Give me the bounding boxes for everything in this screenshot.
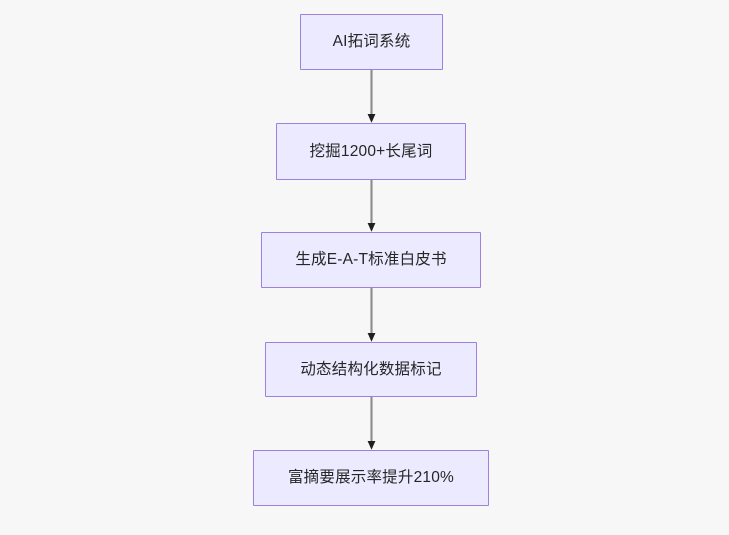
flow-node-label: 富摘要展示率提升210% [287,469,455,487]
flow-node-label: AI拓词系统 [332,33,411,51]
flow-node-generate-eat-whitepaper[interactable]: 生成E-A-T标准白皮书 [261,232,481,288]
flow-node-ai-keyword-system[interactable]: AI拓词系统 [300,14,443,70]
flow-node-label: 动态结构化数据标记 [300,360,442,378]
flow-node-dynamic-structured-data-markup[interactable]: 动态结构化数据标记 [265,342,477,397]
flow-node-label: 挖掘1200+长尾词 [309,142,433,160]
flow-node-mine-longtail-keywords[interactable]: 挖掘1200+长尾词 [276,123,466,180]
flow-node-label: 生成E-A-T标准白皮书 [295,251,447,269]
flow-node-rich-snippet-impression-lift[interactable]: 富摘要展示率提升210% [253,450,489,506]
